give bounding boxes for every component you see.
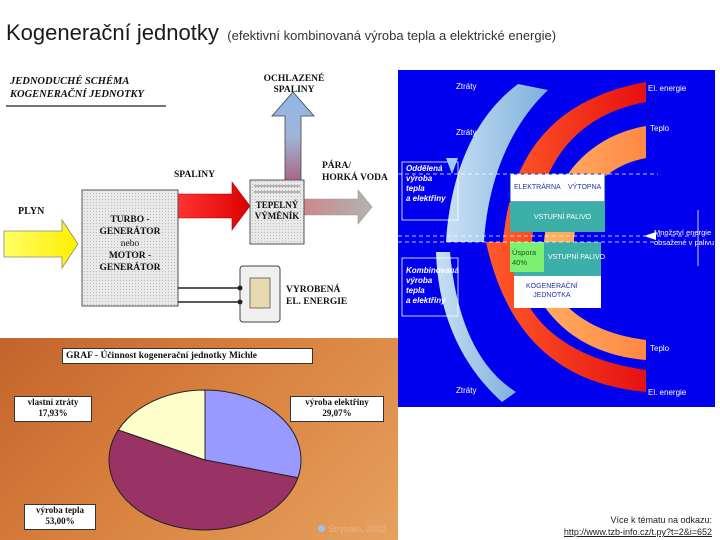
cogen-unit-box xyxy=(514,276,601,308)
pie-label-losses: vlastní ztráty 17,93% xyxy=(14,396,92,422)
saving-box xyxy=(510,242,544,272)
turbine-label: TURBO - GENERÁTOR nebo MOTOR - GENERÁTOR xyxy=(99,215,161,273)
losses-label-3: Ztráty xyxy=(456,386,477,395)
saving-label: Úspora 40% xyxy=(512,248,537,267)
cogen-unit-label: KOGENERAČNÍ JEDNOTKA xyxy=(526,283,578,299)
flow-drawing xyxy=(398,82,699,402)
power-plant-box xyxy=(509,173,606,203)
cooled-exhaust-label: OCHLAZENÉ SPALINY xyxy=(263,74,325,95)
more-info-text: Více k tématu na odkazu: xyxy=(610,515,712,525)
pie-slices xyxy=(108,389,302,531)
gas-label: PLYN xyxy=(18,206,45,217)
heat-exchanger-label: TEPELNÝ VÝMĚNÍK xyxy=(254,200,300,221)
flow-losses-bottom xyxy=(436,252,516,402)
exhaust-label: SPALINY xyxy=(174,170,215,180)
steam-label: PÁRA/ HORKÁ VODA xyxy=(322,161,388,183)
watermark: Stryhalo, 2002 xyxy=(318,524,386,534)
footer: Více k tématu na odkazu: http://www.tzb-… xyxy=(564,514,712,538)
pie-slice-heat xyxy=(108,429,299,531)
input-fuel-label-1: VSTUPNÍ PALIVO xyxy=(534,214,592,221)
power-lines xyxy=(178,287,240,303)
losses-label-2: Ztráty xyxy=(456,128,477,137)
title-subtitle: (efektivní kombinovaná výroba tepla a el… xyxy=(227,28,557,43)
heating-plant-label: VÝTOPNA xyxy=(568,184,602,191)
combined-production-frame xyxy=(401,257,459,317)
el-energy-label-top: El. energie xyxy=(648,84,687,93)
schema-drawing xyxy=(3,91,373,323)
cooled-exhaust-arrow xyxy=(271,91,315,181)
efficiency-pie-panel: GRAF - Účinnost kogenerační jednotky Mic… xyxy=(0,338,398,540)
steam-arrow xyxy=(303,189,373,225)
title-main: Kogenerační jednotky xyxy=(6,20,219,45)
heat-label-top: Teplo xyxy=(650,124,670,133)
exhaust-arrow xyxy=(177,181,251,231)
heat-exchanger-box xyxy=(249,179,305,245)
power-label: VYROBENÁ EL. ENERGIE xyxy=(286,285,348,307)
more-info-link[interactable]: http://www.tzb-info.cz/t.py?t=2&i=652 xyxy=(563,527,712,537)
losses-label-1: Ztráty xyxy=(456,82,477,91)
pie-label-electricity: výroba elektřiny 29,07% xyxy=(290,396,384,422)
flow-electricity-bottom xyxy=(486,242,646,392)
pie-slice-losses xyxy=(117,389,206,461)
input-fuel-label-2: VSTUPNÍ PALIVO xyxy=(548,254,606,261)
page-title: Kogenerační jednotky (efektivní kombinov… xyxy=(6,20,556,46)
combined-production-label: Kombinovaná výroba tepla a elektřiny xyxy=(406,266,459,305)
flow-losses-top xyxy=(446,84,548,242)
cogeneration-schema: JEDNODUCHÉ SCHÉMA KOGENERAČNÍ JEDNOTKY O… xyxy=(0,70,398,338)
pie-slice-electricity xyxy=(204,389,302,479)
input-fuel-box xyxy=(510,202,605,232)
gas-arrow xyxy=(3,218,79,270)
comparison-diagram: Ztráty El. energie Teplo Ztráty Oddělená… xyxy=(398,70,715,407)
power-plant-label: ELEKTRÁRNA xyxy=(514,184,561,191)
separate-production-label: Oddělená výroba tepla a elektřiny xyxy=(406,164,446,203)
schema-heading: JEDNODUCHÉ SCHÉMA KOGENERAČNÍ JEDNOTKY xyxy=(10,76,144,100)
heat-label-bottom: Teplo xyxy=(650,344,670,353)
watermark-dot-icon xyxy=(318,525,325,532)
pie-chart xyxy=(108,389,302,531)
pie-heading: GRAF - Účinnost kogenerační jednotky Mic… xyxy=(62,348,313,364)
pie-label-heat: výroba tepla 53,00% xyxy=(24,504,96,530)
turbine-generator-box xyxy=(81,189,179,307)
separate-production-frame xyxy=(401,161,459,221)
el-energy-label-bottom: El. energie xyxy=(648,388,687,397)
fuel-energy-note: Množství energie obsažené v palivu xyxy=(654,228,715,247)
